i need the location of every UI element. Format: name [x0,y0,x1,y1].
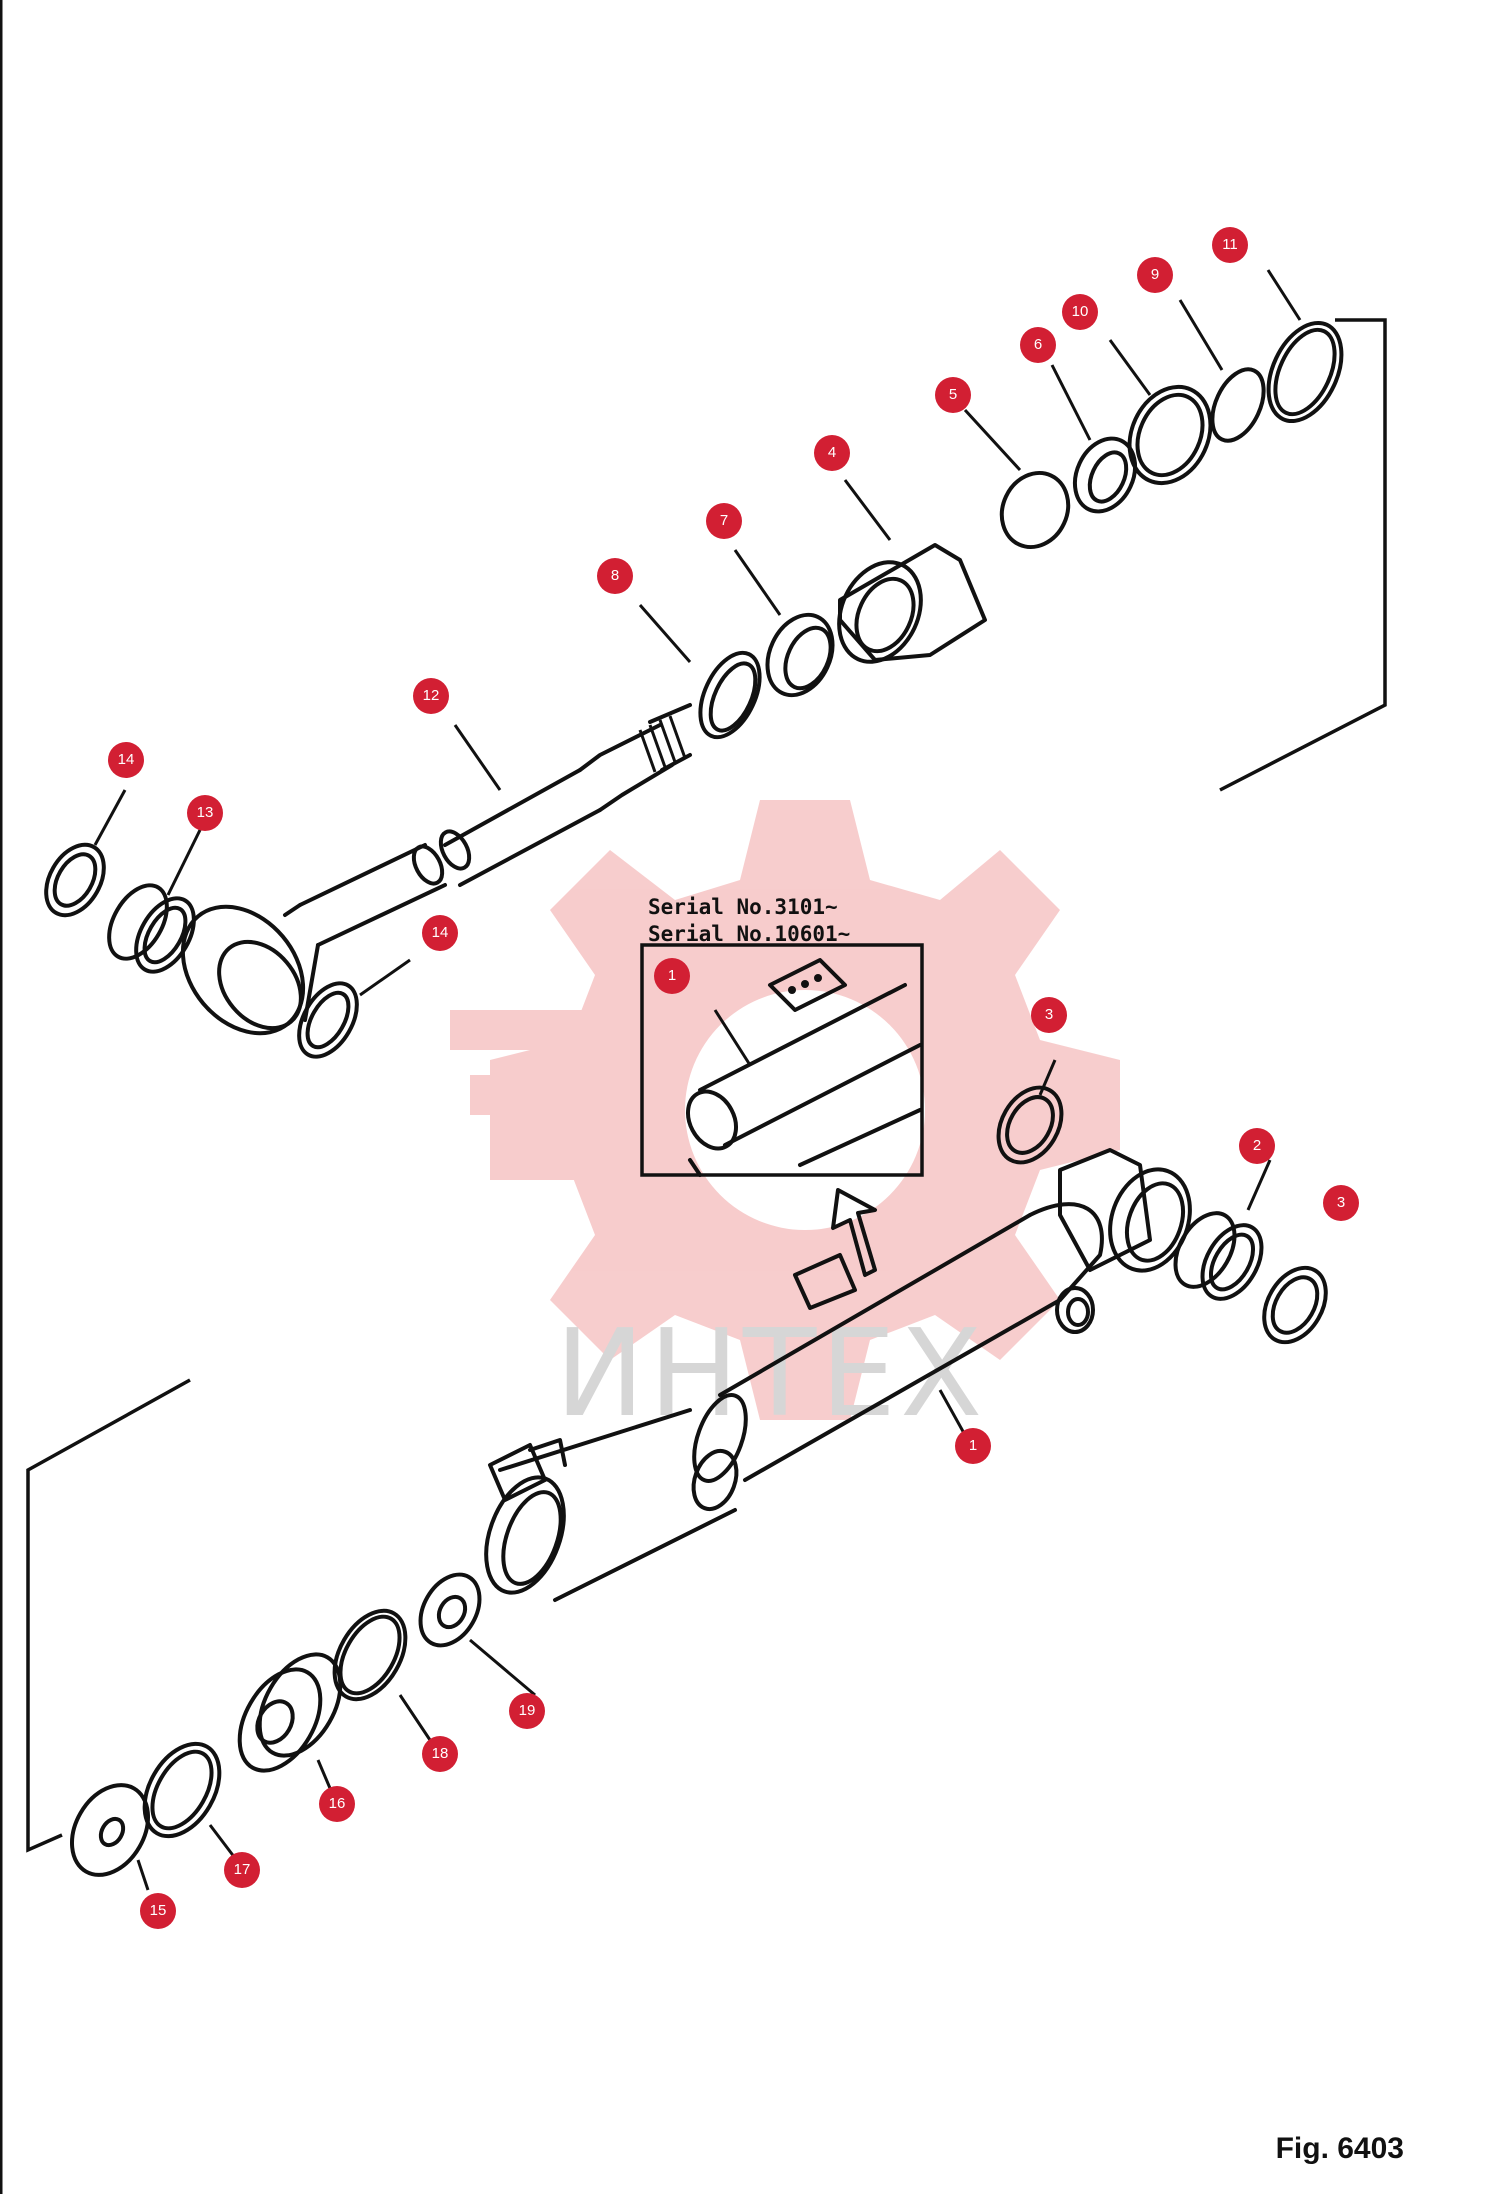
frame-upper-right [1219,318,1387,792]
tube-bushings [996,1085,1328,1345]
callout-1-inset[interactable]: 1 [654,958,690,994]
callout-9[interactable]: 9 [1137,257,1173,293]
callout-10[interactable]: 10 [1062,294,1098,330]
callout-19[interactable]: 19 [509,1693,545,1729]
callout-17[interactable]: 17 [224,1852,260,1888]
callout-4[interactable]: 4 [814,435,850,471]
callout-15[interactable]: 15 [140,1893,176,1929]
callout-14-left[interactable]: 14 [108,742,144,778]
callout-5[interactable]: 5 [935,377,971,413]
inset-serial-line-2: Serial No.10601~ [648,922,851,946]
arrow-up-icon [831,1188,877,1277]
callout-16[interactable]: 16 [319,1786,355,1822]
piston-side-components [70,1572,482,1877]
callout-1[interactable]: 1 [955,1428,991,1464]
callout-13[interactable]: 13 [187,795,223,831]
rod-side-components [698,320,1344,740]
callout-12[interactable]: 12 [413,678,449,714]
callout-6[interactable]: 6 [1020,327,1056,363]
callout-14-right[interactable]: 14 [422,915,458,951]
callout-8[interactable]: 8 [597,558,633,594]
cylinder-tube-part [484,1148,1192,1602]
callout-18[interactable]: 18 [422,1736,458,1772]
inset-box [640,943,924,1177]
frame-lower-left [26,1378,191,1853]
callout-3-lower[interactable]: 3 [1323,1185,1359,1221]
callout-3-upper[interactable]: 3 [1031,997,1067,1033]
callout-7[interactable]: 7 [706,503,742,539]
piston-rod-part [180,703,692,1036]
watermark-text: ИНТЕХ [555,1305,987,1444]
inset-serial-line-1: Serial No.3101~ [648,895,838,919]
callout-11[interactable]: 11 [1212,227,1248,263]
callout-2[interactable]: 2 [1239,1128,1275,1164]
bushing-parts [44,842,359,1059]
figure-label: Fig. 6403 [1275,2132,1404,2165]
leader-lines [93,269,1302,1891]
